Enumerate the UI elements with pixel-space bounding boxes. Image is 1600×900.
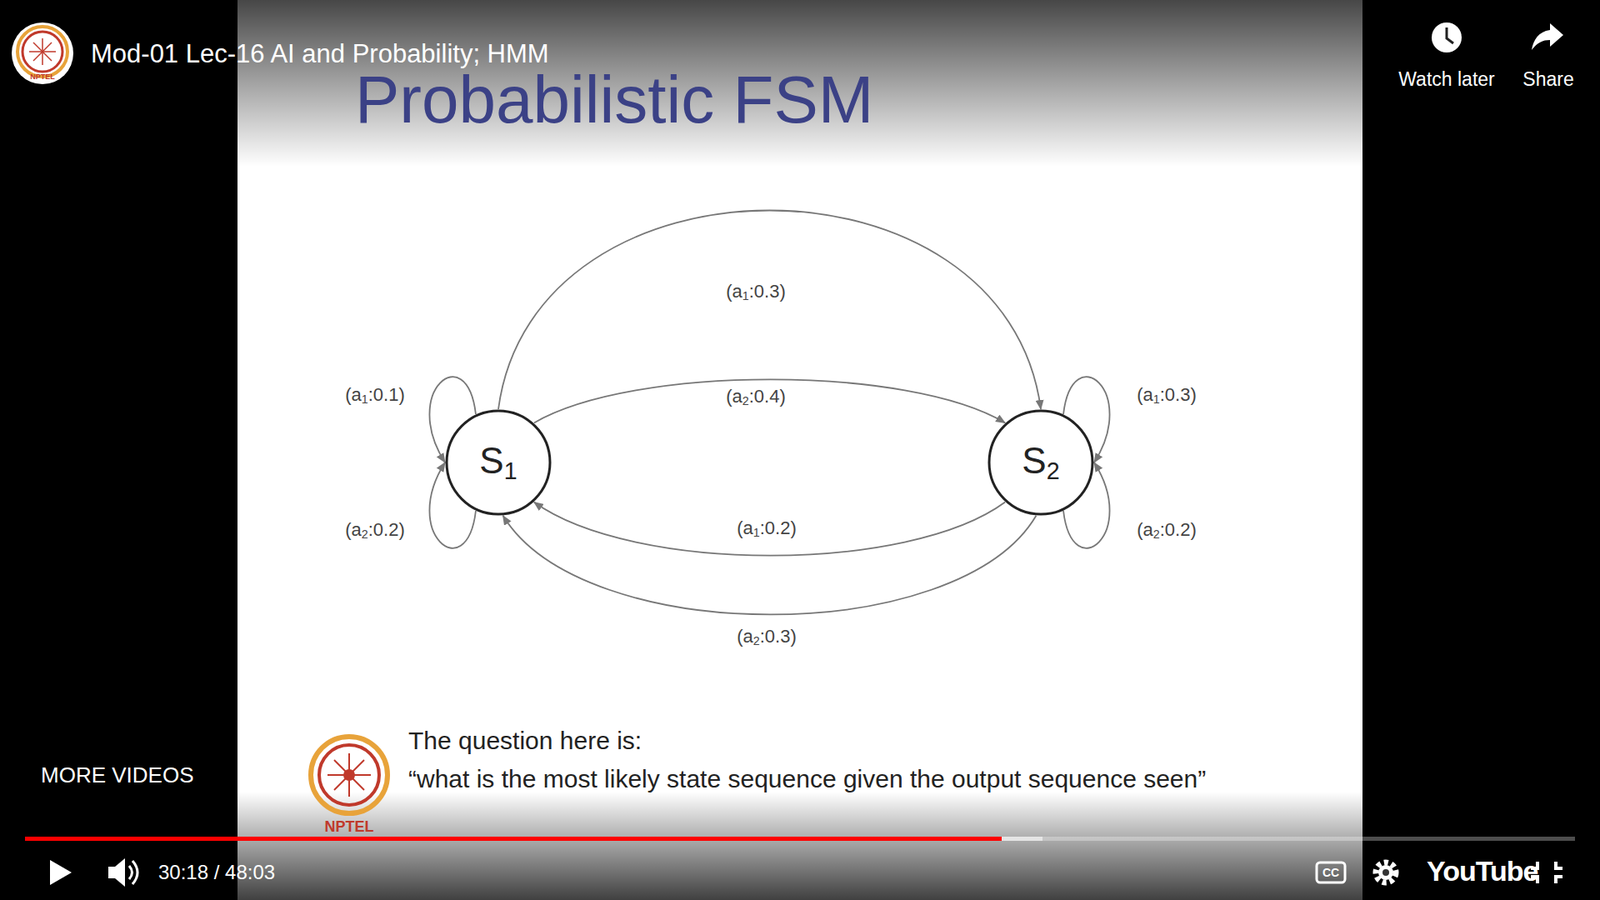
subscript: 1	[1153, 392, 1160, 406]
settings-icon	[1375, 862, 1396, 883]
subscript: 2	[1153, 527, 1160, 541]
subscript: 1	[742, 289, 750, 303]
subscript: 2	[1046, 457, 1060, 485]
time-display: 30:18 / 48:03	[158, 860, 275, 885]
transition-label: (a1:0.2)	[734, 517, 800, 540]
play-icon	[50, 860, 72, 885]
channel-logo	[11, 22, 74, 85]
transition-label: (a2:0.4)	[723, 385, 789, 409]
transition-arrow	[534, 502, 1005, 556]
youtube-logo: YouTube	[1426, 855, 1538, 888]
transition-label: (a1:0.1)	[342, 384, 408, 407]
cc-text: CC	[1322, 865, 1340, 880]
question-heading: The question here is:	[408, 726, 642, 755]
progress-bar	[25, 836, 1575, 841]
slide-title: Probabilistic FSM	[355, 61, 874, 139]
subscript: 2	[742, 394, 750, 408]
button-label: Watch later	[1398, 68, 1495, 91]
question-text: “what is the most likely state sequence …	[408, 760, 1234, 798]
subscript: 1	[361, 392, 369, 406]
button-label: Share	[1522, 68, 1574, 91]
more-videos: MORE VIDEOS	[40, 762, 194, 789]
share-icon	[1531, 23, 1564, 50]
transition-arrow	[503, 515, 1037, 615]
state-circle: S2	[987, 409, 1095, 516]
cc-box	[1316, 862, 1345, 883]
state-name: S2	[1021, 440, 1060, 485]
transition-label: (a1:0.3)	[723, 280, 789, 304]
clock-icon	[1431, 22, 1462, 53]
state-circle: S1	[445, 409, 552, 516]
bottom-shade	[0, 791, 1600, 900]
logo-text: NPTEL	[324, 818, 374, 836]
transition-label: (a1:0.3)	[1134, 384, 1200, 407]
state-name: S1	[479, 440, 517, 485]
transition-label: (a2:0.2)	[1134, 519, 1200, 542]
subscript: 1	[753, 525, 760, 540]
transition-label: (a2:0.2)	[342, 519, 408, 542]
video-title: Mod-01 Lec-16 AI and Probability; HMM	[90, 39, 550, 70]
transition-label: (a2:0.3)	[734, 625, 800, 649]
logo-text: NPTEL	[30, 72, 55, 81]
subscript: 2	[361, 527, 369, 541]
nptel-logo	[310, 736, 388, 814]
volume-icon	[108, 858, 138, 887]
subscript: 1	[504, 457, 518, 485]
transition-arrow	[534, 379, 1005, 423]
subscript: 2	[753, 634, 760, 648]
